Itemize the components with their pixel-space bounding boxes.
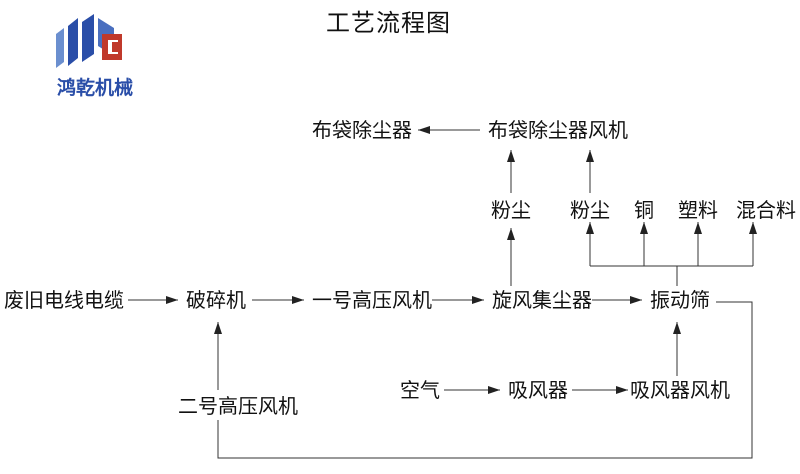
- node-bag-filter: 布袋除尘器: [312, 118, 412, 142]
- node-cyclone: 旋风集尘器: [492, 288, 592, 312]
- node-mixed: 混合料: [736, 198, 796, 222]
- node-suction-fan: 吸风器风机: [630, 378, 730, 402]
- node-waste-cable: 废旧电线电缆: [4, 288, 124, 312]
- node-dust-1: 粉尘: [491, 198, 531, 222]
- node-vibrating-screen: 振动筛: [650, 288, 710, 312]
- node-bag-filter-fan: 布袋除尘器风机: [488, 118, 628, 142]
- node-copper: 铜: [634, 198, 654, 222]
- company-logo: 鸿乾机械: [50, 12, 140, 102]
- diagram-title: 工艺流程图: [326, 9, 451, 37]
- node-crusher: 破碎机: [186, 288, 246, 312]
- logo-text: 鸿乾机械: [56, 77, 133, 99]
- node-plastic: 塑料: [678, 198, 718, 222]
- node-blower-1: 一号高压风机: [312, 288, 432, 312]
- node-dust-2: 粉尘: [570, 198, 610, 222]
- node-suction: 吸风器: [508, 378, 568, 402]
- node-blower-2: 二号高压风机: [178, 394, 298, 418]
- node-air: 空气: [400, 378, 440, 402]
- logo-icon: [56, 14, 122, 68]
